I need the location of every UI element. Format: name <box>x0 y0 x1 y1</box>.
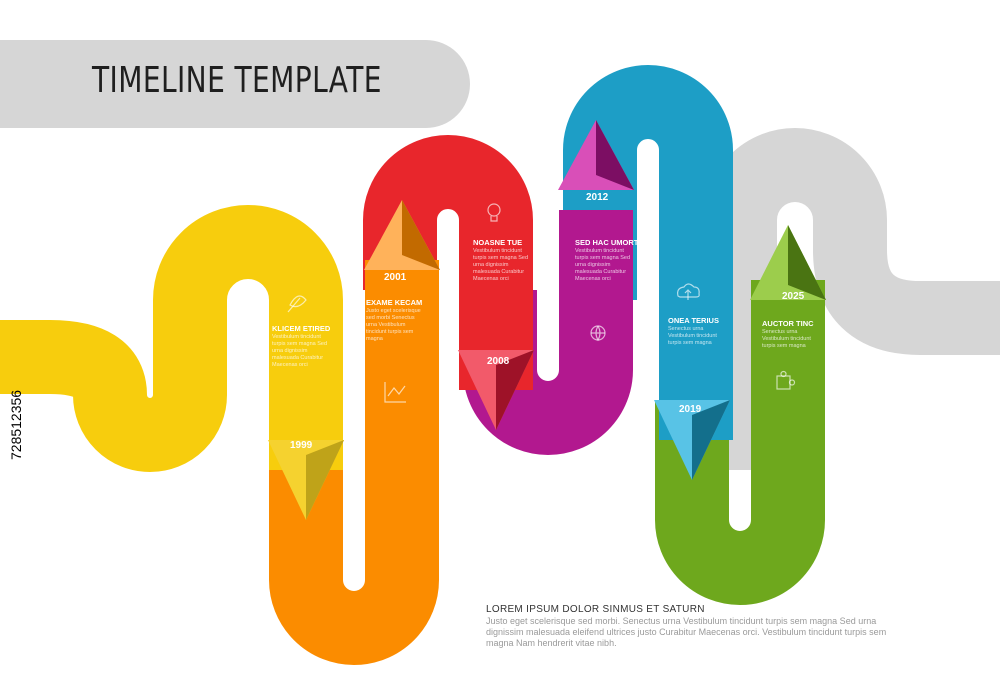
leaf-icon <box>287 295 307 313</box>
year-2008: 2008 <box>487 356 510 367</box>
step-body-2025: Senectus urna Vestibulum tincidunt turpi… <box>762 329 811 349</box>
step-body-1999: Vestibulum tincidunt turpis sem magna Se… <box>272 334 328 368</box>
arrow-2008 <box>458 350 534 430</box>
title-banner <box>0 40 470 128</box>
arrow-2019 <box>654 400 730 480</box>
cloud-upload-icon <box>677 283 700 300</box>
year-2001: 2001 <box>384 272 407 283</box>
chart-icon <box>384 382 406 403</box>
step-title-2008: NOASNE TUE <box>473 238 523 247</box>
road-segment-gray <box>703 128 1000 470</box>
lightbulb-icon <box>487 203 501 222</box>
step-title-2025: AUCTOR TINC <box>762 319 814 328</box>
footer-title: LOREM IPSUM DOLOR SINMUS ET SATURN <box>486 604 705 615</box>
year-1999: 1999 <box>290 440 313 451</box>
globe-icon <box>590 325 606 342</box>
arrow-2025 <box>750 225 826 300</box>
road-segment-orange <box>269 260 439 665</box>
step-title-2019: ONEA TERIUS <box>668 316 719 325</box>
year-2012: 2012 <box>586 192 609 203</box>
step-title-2001: EXAME KECAM <box>366 298 423 307</box>
step-body-2008: Vestibulum tincidunt turpis sem magna Se… <box>473 248 529 282</box>
arrow-1999 <box>268 440 344 520</box>
year-2025: 2025 <box>782 291 805 302</box>
puzzle-icon <box>776 370 796 390</box>
arrow-2012 <box>558 120 634 190</box>
arrow-2001 <box>364 200 440 270</box>
footer-body: Justo eget scelerisque sed morbi. Senect… <box>486 616 887 648</box>
step-body-2001: Justo eget scelerisque sed morbi Senectu… <box>366 308 421 342</box>
road-segment-yellow <box>0 205 343 472</box>
step-body-2012: Vestibulum tincidunt turpis sem magna Se… <box>575 248 631 282</box>
step-title-1999: KLICEM ETIRED <box>272 324 331 333</box>
step-title-2012: SED HAC UMORT <box>575 238 639 247</box>
page-title: TIMELINE TEMPLATE <box>92 60 382 101</box>
road-segment-blue <box>563 65 733 440</box>
stock-id-watermark: 728512356 <box>8 389 24 460</box>
year-2019: 2019 <box>679 404 702 415</box>
road-segment-green <box>655 280 825 605</box>
step-body-2019: Senectus urna Vestibulum tincidunt turpi… <box>668 326 717 346</box>
